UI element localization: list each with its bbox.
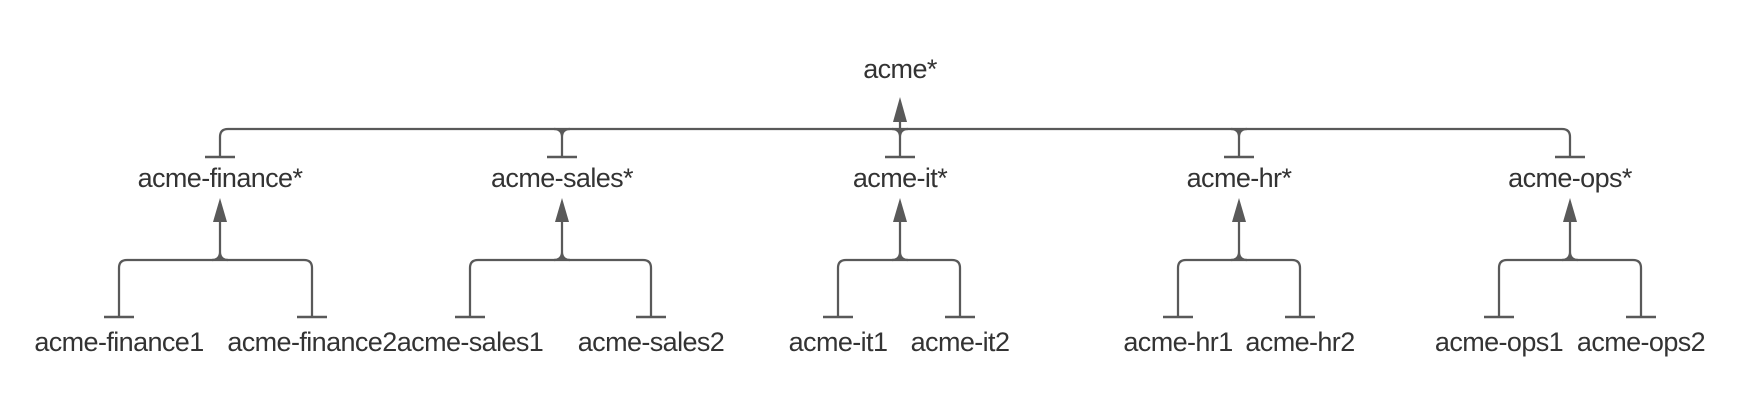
edge-drop-acme-ops — [1561, 127, 1572, 157]
branch-acme-hr — [1163, 198, 1315, 319]
group-node-label-sales: acme-sales* — [491, 163, 634, 193]
leaf-node-label-finance2: acme-finance2 — [227, 327, 396, 357]
leaf-node-label-ops2: acme-ops2 — [1577, 327, 1705, 357]
leaf-node-label-ops1: acme-ops1 — [1435, 327, 1563, 357]
leaf-node-label-finance1: acme-finance1 — [34, 327, 203, 357]
edge-bracket-acme-it — [836, 258, 962, 317]
group-node-label-it: acme-it* — [853, 163, 948, 193]
edge-drop-acme-finance — [218, 127, 229, 157]
arrowhead-to-acme-finance — [213, 198, 227, 222]
group-node-label-finance: acme-finance* — [138, 163, 304, 193]
leaf-node-label-hr2: acme-hr2 — [1245, 327, 1354, 357]
leaf-node-label-sales2: acme-sales2 — [578, 327, 724, 357]
arrowhead-to-acme-sales — [555, 198, 569, 222]
edge-stem-acme-ops — [1561, 222, 1579, 262]
arrowhead-to-acme-ops — [1563, 198, 1577, 222]
branch-acme-sales — [455, 198, 666, 319]
root-node-label: acme* — [863, 54, 938, 84]
edge-stem-acme-finance — [211, 222, 229, 262]
node-labels: acme* acme-finance* acme-sales* acme-it*… — [34, 54, 1705, 357]
arrowhead-to-acme — [893, 97, 907, 122]
edge-bracket-acme-sales — [468, 258, 653, 317]
edge-stem-acme-hr — [1230, 222, 1248, 262]
arrowhead-to-acme-hr — [1232, 198, 1246, 222]
branch-acme-it — [823, 198, 975, 319]
group-node-label-hr: acme-hr* — [1187, 163, 1293, 193]
top-level-edges — [205, 97, 1585, 159]
group-node-label-ops: acme-ops* — [1508, 163, 1633, 193]
arrowhead-to-acme-it — [893, 198, 907, 222]
leaf-node-label-it1: acme-it1 — [789, 327, 888, 357]
edge-stem-acme-it — [891, 222, 909, 262]
leaf-node-label-hr1: acme-hr1 — [1123, 327, 1232, 357]
edge-bracket-acme-ops — [1497, 258, 1643, 317]
edge-trunk-acme-it — [891, 122, 909, 157]
edge-drop-acme-hr — [1230, 127, 1248, 157]
edge-bracket-acme-finance — [117, 258, 314, 317]
edge-bracket-acme-hr — [1176, 258, 1302, 317]
edge-drop-acme-sales — [553, 127, 571, 157]
branch-acme-ops — [1484, 198, 1656, 319]
edge-stem-acme-sales — [553, 222, 571, 262]
leaf-node-label-it2: acme-it2 — [911, 327, 1010, 357]
leaf-node-label-sales1: acme-sales1 — [397, 327, 543, 357]
branch-acme-finance — [104, 198, 327, 319]
